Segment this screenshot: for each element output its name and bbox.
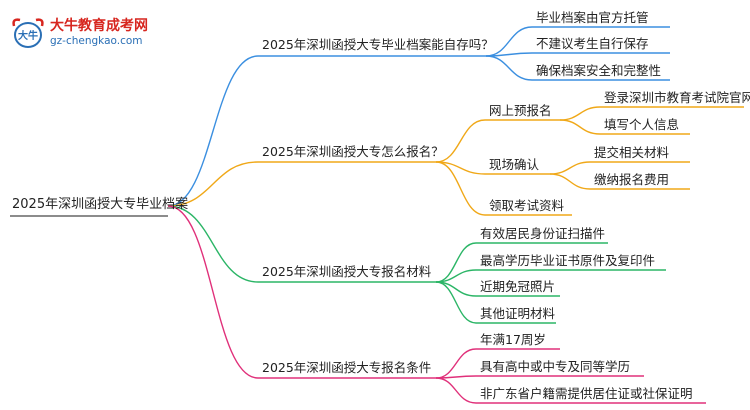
connector-online-login [559, 106, 601, 121]
branch-how-to-register: 2025年深圳函授大专怎么报名？ [262, 144, 444, 159]
root-node: 2025年深圳函授大专毕业档案 [12, 197, 189, 212]
branch-archive-self-keep: 2025年深圳函授大专毕业档案能自存吗？ [262, 37, 494, 52]
branch-registration-conditions: 2025年深圳函授大专报名条件 [262, 360, 432, 375]
leaf-fill-personal-info: 填写个人信息 [604, 117, 680, 132]
connector-branch3-other [435, 281, 477, 324]
connector-branch4-residence [435, 377, 477, 404]
leaf-recent-photo: 近期免冠照片 [480, 279, 556, 294]
node-online-preregister: 网上预报名 [489, 103, 552, 118]
leaf-highest-diploma: 最高学历毕业证书原件及复印件 [480, 253, 656, 268]
leaf-ensure-safety: 确保档案安全和完整性 [536, 63, 662, 78]
leaf-login-official-site: 登录深圳市教育考试院官网 [604, 90, 750, 105]
connector-branch2-online [435, 119, 486, 163]
connector-branch4-age [435, 348, 477, 379]
leaf-archive-official-custody: 毕业档案由官方托管 [536, 10, 649, 25]
connector-root-branch1 [167, 55, 259, 207]
site-logo[interactable]: 大牛 大牛教育成考网 gz-chengkao.com [8, 14, 208, 54]
leaf-id-card-scan: 有效居民身份证扫描件 [480, 226, 606, 241]
leaf-submit-materials: 提交相关材料 [594, 145, 670, 160]
connector-online-fill [559, 119, 601, 135]
connector-branch3-id [435, 242, 477, 283]
logo-mark-text: 大牛 [18, 29, 38, 42]
leaf-residence-permit: 非广东省户籍需提供居住证或社保证明 [480, 386, 693, 401]
leaf-high-school-education: 具有高中或中专及同等学历 [480, 359, 631, 374]
bull-logo-icon: 大牛 [12, 18, 44, 48]
connector-branch1-leaf3 [485, 55, 533, 81]
connector-branch1-leaf1 [485, 26, 533, 57]
branch-registration-materials: 2025年深圳函授大专报名材料 [262, 264, 432, 279]
connector-branch2-collect [435, 161, 486, 216]
connector-onsite-pay [549, 173, 591, 190]
connector-onsite-submit [549, 161, 591, 175]
node-onsite-confirm: 现场确认 [489, 157, 540, 172]
logo-title: 大牛教育成考网 [50, 18, 148, 34]
connector-root-branch3 [167, 205, 259, 283]
connector-root-branch4 [167, 205, 259, 379]
leaf-other-proofs: 其他证明材料 [480, 306, 556, 321]
leaf-not-recommended-self-keep: 不建议考生自行保存 [536, 36, 649, 51]
leaf-collect-exam-materials: 领取考试资料 [489, 198, 565, 213]
connector-root-branch2 [167, 161, 259, 207]
leaf-pay-fee: 缴纳报名费用 [594, 172, 670, 187]
leaf-age-17: 年满17周岁 [480, 332, 546, 347]
logo-subtitle: gz-chengkao.com [50, 35, 143, 47]
